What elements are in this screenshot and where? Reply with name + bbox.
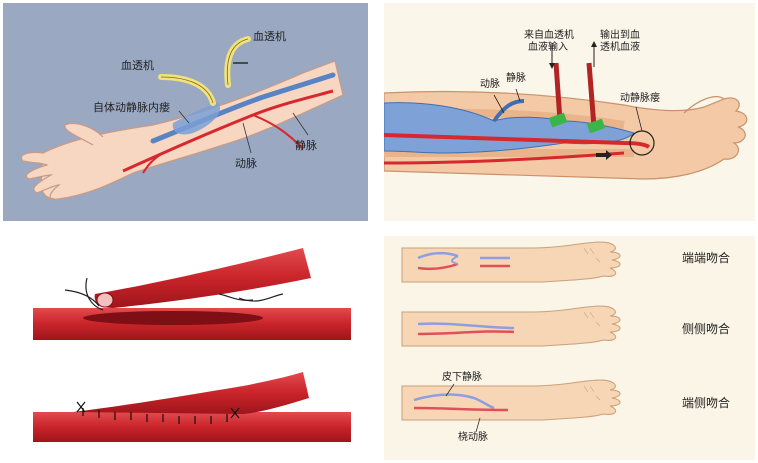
label-fistula: 动静脉瘘	[620, 93, 660, 104]
label-from-machine-2: 血液输入	[528, 42, 568, 53]
artery-line	[122, 89, 334, 173]
clamp-right	[586, 118, 606, 134]
label-from-machine-1: 来自血透机	[524, 30, 574, 41]
label-machine-right: 血透机	[253, 30, 286, 43]
label-side-to-side: 侧侧吻合	[682, 322, 731, 336]
panel-arm-cross-section: 来自血透机 血液输入 输出到血 透机血液 动脉 静脉 动静脉瘘	[384, 3, 755, 221]
suture-stitches	[82, 408, 228, 424]
label-machine-left: 血透机	[121, 59, 154, 72]
flow-arrow	[596, 150, 612, 160]
artery-branch-2	[142, 152, 164, 174]
clamp-left	[548, 112, 568, 128]
thumb-shape-2	[683, 96, 725, 114]
label-to-machine-1: 输出到血	[600, 30, 640, 41]
label-vein: 静脉	[506, 73, 526, 84]
arm-end-to-side	[401, 379, 621, 433]
label-end-to-end: 端端吻合	[682, 251, 731, 265]
arm-illustration-2	[384, 41, 748, 180]
fistula-blob	[172, 103, 221, 135]
tube-right	[224, 36, 251, 88]
panel-anastomosis-surgery	[3, 236, 368, 460]
arm-side-to-side	[401, 305, 621, 347]
arm-illustration-1	[20, 36, 344, 200]
label-to-machine-2: 透机血液	[600, 42, 640, 53]
label-fistula: 自体动静脉内瘘	[93, 101, 170, 114]
anastomosis-types-illustration	[401, 241, 621, 433]
label-subcutaneous-vein: 皮下静脉	[442, 372, 482, 383]
vessel-horizontal-bottom	[33, 412, 351, 442]
vessel-diagonal-bottom	[73, 372, 309, 414]
panel-arm-dialysis-illustration: 血透机 血透机 自体动静脉内瘘 动脉 静脉	[3, 3, 368, 221]
hand-shape	[20, 151, 61, 200]
label-end-to-side: 端侧吻合	[682, 396, 731, 410]
vessel-diagonal-top	[94, 248, 311, 308]
artery-band	[384, 133, 651, 149]
label-radial-artery: 桡动脉	[458, 432, 488, 443]
label-vein: 静脉	[295, 139, 317, 152]
vessel-suture-illustration	[33, 248, 351, 442]
artery-branch	[252, 114, 304, 150]
arm-end-to-end	[401, 241, 621, 283]
thumb-shape	[64, 122, 104, 146]
label-artery: 动脉	[480, 79, 500, 90]
panel-anastomosis-types: 端端吻合 侧侧吻合 端侧吻合 皮下静脉 桡动脉	[384, 236, 755, 460]
label-artery: 动脉	[235, 157, 257, 170]
